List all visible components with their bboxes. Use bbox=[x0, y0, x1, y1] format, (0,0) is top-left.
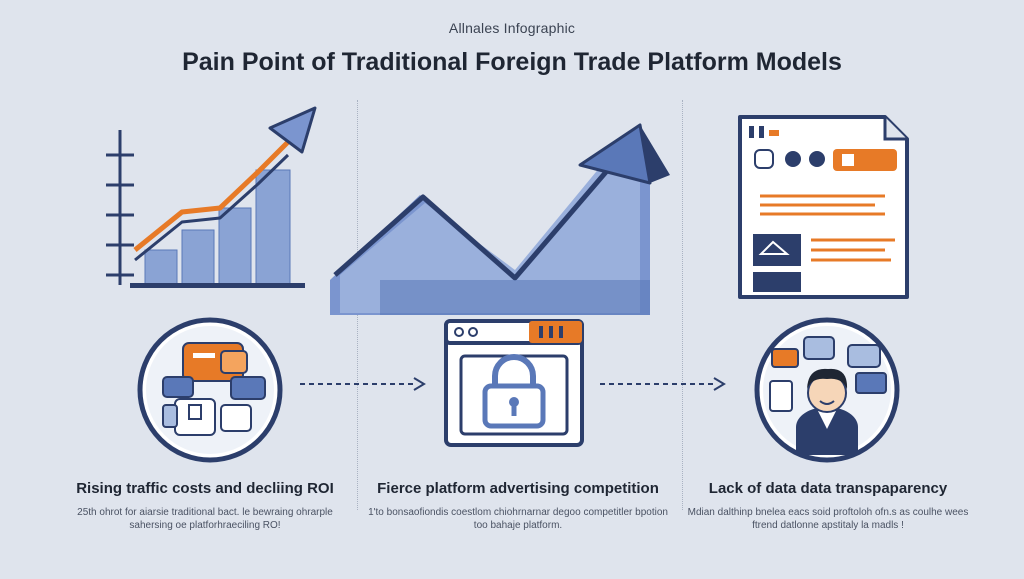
caption-rising-costs: Rising traffic costs and decliing ROI bbox=[76, 480, 334, 497]
caption-data-transparency: Lack of data data transpaparency bbox=[708, 480, 948, 497]
cost-circle-icon bbox=[137, 317, 283, 463]
caption-ad-competition: Fierce platform advertising competition bbox=[377, 480, 659, 497]
dashed-arrow-icon bbox=[600, 377, 726, 391]
description-rising-costs: 25th ohrot for aiarsie traditional bact.… bbox=[77, 507, 333, 531]
dashed-arrow-icon bbox=[300, 377, 426, 391]
mountain-trend-icon bbox=[330, 123, 670, 315]
person-circle-icon bbox=[754, 317, 900, 463]
infographic-subtitle: Allnales Infographic bbox=[448, 20, 576, 36]
padlock-browser-icon bbox=[444, 319, 584, 447]
column-divider-right bbox=[682, 100, 683, 510]
page-title: Pain Point of Traditional Foreign Trade … bbox=[182, 48, 842, 76]
document-dashboard-icon bbox=[738, 115, 909, 299]
description-ad-competition: 1'to bonsaofiondis coestlom chiohrnarnar… bbox=[368, 507, 668, 531]
bar-chart-arrow-icon bbox=[106, 106, 317, 288]
description-data-transparency: Mdian dalthinp bnelea eacs soid proftolo… bbox=[687, 507, 969, 531]
